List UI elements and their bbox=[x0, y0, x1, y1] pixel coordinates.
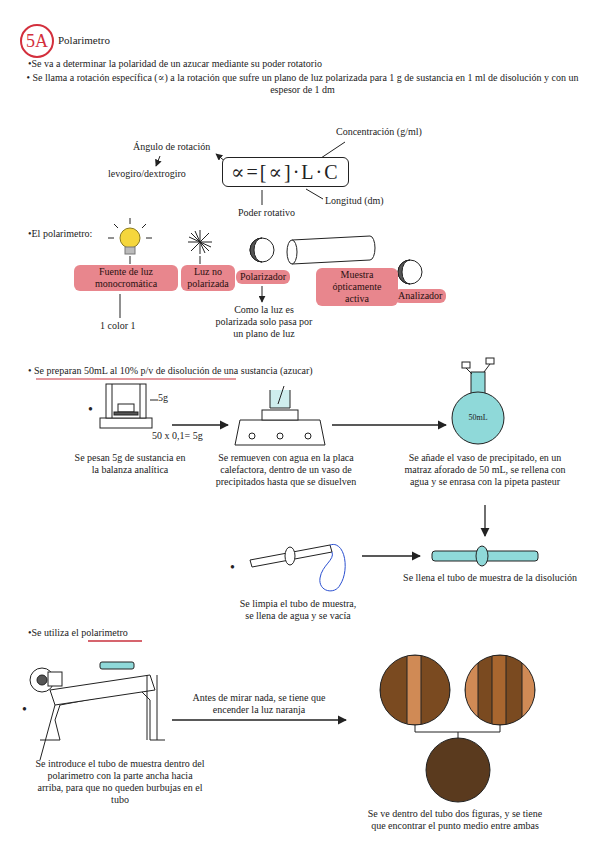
node-text: Polarizador bbox=[240, 271, 286, 283]
step-text: Antes de mirar nada, se tiene que encend… bbox=[176, 692, 342, 716]
highlight-band: Analizador bbox=[394, 289, 446, 303]
mass-label: 5g bbox=[158, 392, 168, 404]
node-text: Luz no polarizada bbox=[185, 266, 231, 290]
bullet-note: •Se va a determinar la polaridad de un a… bbox=[28, 58, 588, 70]
annotation: Como la luz es polarizada solo pasa por … bbox=[214, 304, 314, 340]
formula-box: ∝=[∝]·L·C bbox=[222, 157, 349, 187]
node-text: Analizador bbox=[398, 290, 442, 302]
step-text: Se remueven con agua en la placa calefac… bbox=[214, 452, 358, 488]
calculation: 50 x 0,1= 5g bbox=[152, 430, 203, 442]
step-text: Se introduce el tubo de muestra dentro d… bbox=[34, 758, 206, 806]
step-text: Se ve dentro del tubo dos figuras, y se … bbox=[360, 808, 550, 832]
step-text: Se añade el vaso de precipitado, en un m… bbox=[400, 452, 570, 488]
highlight-band: Polarizador bbox=[236, 270, 290, 284]
section-heading: • Se preparan 50mL al 10% p/v de disoluc… bbox=[28, 365, 313, 377]
node-text: Fuente de luz monocromática bbox=[78, 266, 174, 290]
step-text: Se pesan 5g de sustancia en la balanza a… bbox=[70, 452, 190, 476]
annotation: levogiro/dextrogiro bbox=[108, 168, 186, 180]
highlight-band: Muestra ópticamente activa bbox=[316, 268, 398, 306]
bullet: • bbox=[230, 562, 235, 574]
highlight-band: Luz no polarizada bbox=[181, 265, 235, 291]
step-text: Se limpia el tubo de muestra, se llena d… bbox=[236, 598, 360, 622]
annotation: Concentración (g/ml) bbox=[336, 126, 422, 138]
node-text: 5A bbox=[26, 31, 48, 52]
bullet-note: •El polarimetro: bbox=[28, 228, 92, 240]
node-text: Muestra ópticamente activa bbox=[320, 269, 394, 305]
annotation: Ángulo de rotación bbox=[133, 141, 210, 153]
annotation: Poder rotativo bbox=[238, 207, 295, 219]
highlight-band: Fuente de luz monocromática bbox=[74, 265, 178, 291]
node-text: ∝=[∝]·L·C bbox=[231, 160, 340, 184]
bullet: • bbox=[22, 704, 27, 716]
title: Polarimetro bbox=[58, 34, 110, 46]
bullet: • bbox=[88, 404, 93, 416]
annotation: 1 color 1 bbox=[100, 320, 136, 332]
step-text: Se llena el tubo de muestra de la disolu… bbox=[400, 572, 580, 584]
section-badge: 5A bbox=[20, 24, 54, 58]
bullet-note: • Se llama a rotación específica (∝) a l… bbox=[20, 72, 585, 96]
annotation: Longitud (dm) bbox=[325, 195, 384, 207]
section-heading: •Se utiliza el polarimetro bbox=[28, 627, 128, 639]
flask-label: 50mL bbox=[463, 412, 493, 424]
